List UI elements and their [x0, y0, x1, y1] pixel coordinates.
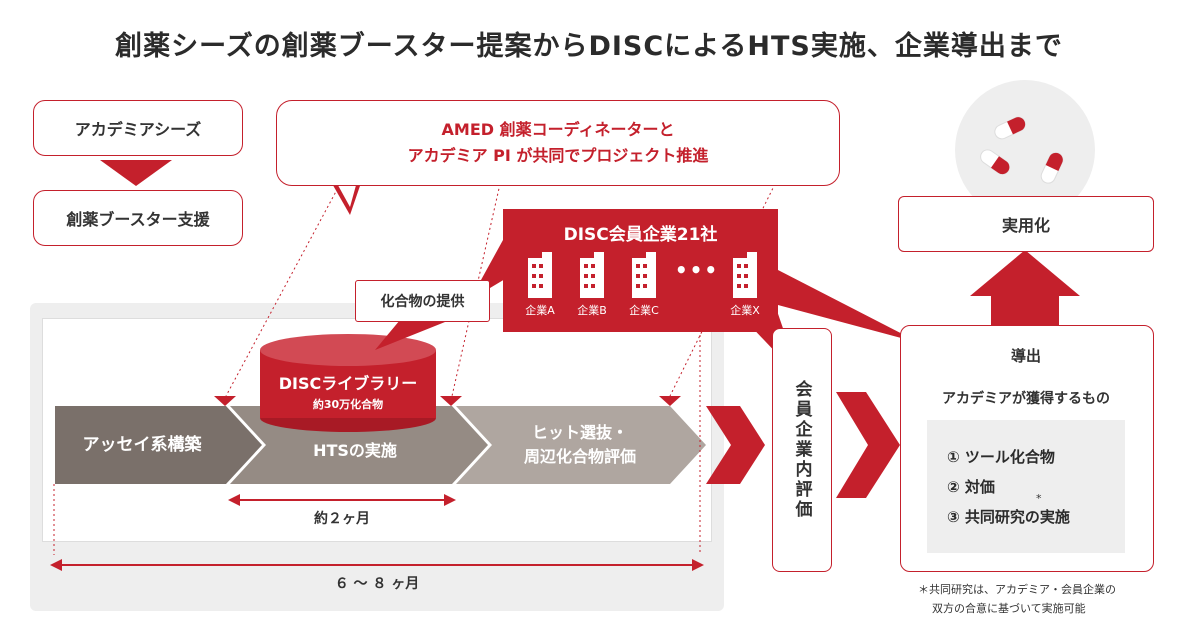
outcome-item-3: ③ 共同研究の実施: [947, 508, 1070, 526]
compound-tail: [375, 320, 450, 350]
outcome-asterisk: *: [1036, 492, 1042, 505]
footnote-line1: ＊共同研究は、アカデミア・会員企業の: [918, 583, 1116, 596]
step-hit-shape: [456, 406, 706, 484]
step-assay-label: アッセイ系構築: [82, 435, 202, 455]
up-arrow-icon: [970, 250, 1080, 325]
down-arrow-icon: [100, 160, 172, 186]
compound-provision-label: 化合物の提供: [380, 294, 465, 310]
building-icon-a: [528, 252, 552, 298]
footnote: ＊共同研究は、アカデミア・会員企業の 双方の合意に基づいて実施可能: [918, 580, 1168, 619]
capsule-icon-1: [994, 116, 1026, 140]
library-label: DISCライブラリー 約30万化合物: [260, 370, 436, 412]
practical-use-box: 実用化: [898, 196, 1154, 252]
company-label-c: 企業C: [629, 304, 659, 317]
disc-panel-title: DISC会員企業21社: [563, 225, 718, 245]
hts-duration-right-head: [444, 494, 456, 506]
outcome-item-1: ① ツール化合物: [947, 448, 1055, 466]
company-label-x: 企業X: [730, 304, 760, 317]
academia-seeds-label: アカデミアシーズ: [74, 120, 202, 139]
drug-booster-box: 創薬ブースター支援: [33, 190, 243, 246]
outcome-subtitle: アカデミアが獲得するもの: [942, 391, 1110, 407]
building-icon-b: [580, 252, 604, 298]
amed-line1: AMED 創薬コーディネーターと: [441, 120, 675, 140]
amed-line2: アカデミア PI が共同でプロジェクト推進: [407, 146, 709, 165]
company-label-a: 企業A: [525, 304, 555, 317]
capsule-icon-2: [980, 149, 1010, 175]
member-eval-box: 会員企業内評価: [772, 328, 832, 572]
dotted-line-1: [225, 183, 341, 397]
pills-backdrop: [955, 80, 1095, 220]
amed-callout: AMED 創薬コーディネーターと アカデミア PI が共同でプロジェクト推進: [276, 100, 840, 186]
library-cylinder-top: [260, 334, 436, 366]
hts-duration-label: 約２ヶ月: [314, 511, 370, 527]
triangle-marker-1: [214, 396, 236, 406]
companies-ellipsis: •••: [674, 258, 720, 282]
total-duration-label: ６ 〜 ８ ヶ月: [334, 576, 420, 592]
library-count: 約30万化合物: [312, 398, 384, 411]
drug-booster-label: 創薬ブースター支援: [66, 210, 210, 229]
step-hts-label: HTSの実施: [313, 441, 397, 460]
page-title: 創薬シーズの創薬ブースター提案からDISCによるHTS実施、企業導出まで: [115, 31, 1063, 62]
outcome-items-box: [927, 420, 1125, 553]
academia-seeds-box: アカデミアシーズ: [33, 100, 243, 156]
capsule-icon-3: [1040, 152, 1064, 184]
disc-tail-outcome: [778, 270, 920, 343]
step-hit-line2: 周辺化合物評価: [523, 447, 636, 466]
building-icon-c: [632, 252, 656, 298]
total-duration-left-head: [50, 559, 62, 571]
step-assay-shape: [55, 406, 262, 484]
outcome-title: 導出: [1010, 347, 1041, 365]
building-icon-x: [733, 252, 757, 298]
footnote-line2: 双方の合意に基づいて実施可能: [932, 602, 1086, 616]
company-label-b: 企業B: [577, 304, 607, 317]
triangle-marker-3: [659, 396, 681, 406]
hts-duration-left-head: [228, 494, 240, 506]
library-name: DISCライブラリー: [278, 374, 418, 393]
practical-use-label: 実用化: [1001, 216, 1050, 235]
big-arrow-2: [836, 392, 900, 498]
outcome-items-list: ① ツール化合物 ② 対価 ③ 共同研究の実施: [947, 446, 1117, 536]
big-arrow-1: [706, 406, 765, 484]
triangle-marker-2: [440, 396, 462, 406]
member-eval-label: 会員企業内評価: [791, 380, 812, 520]
dotted-line-2: [451, 183, 501, 397]
total-duration-right-head: [692, 559, 704, 571]
step-hit-label: ヒット選抜・ 周辺化合物評価: [490, 421, 670, 469]
compound-provision-box: 化合物の提供: [355, 280, 490, 322]
outcome-item-2: ② 対価: [947, 478, 995, 496]
step-hit-line1: ヒット選抜・: [531, 423, 628, 442]
